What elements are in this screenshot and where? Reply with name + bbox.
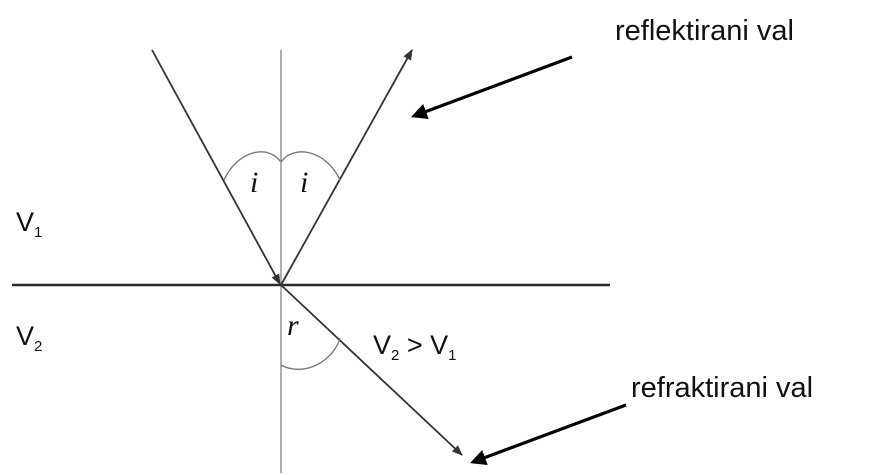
incident-ray [151, 49, 281, 285]
reflected-wave-label: reflektirani val [615, 15, 794, 47]
refracted-ray [280, 284, 463, 456]
velocity-comparison-label: V2 > V1 [373, 330, 456, 364]
refracted-wave-label: refraktirani val [631, 372, 813, 404]
reflection-angle-label: i [300, 166, 308, 199]
reflected-callout-arrow [411, 55, 573, 120]
reflection-angle-arc [280, 151, 341, 181]
reflected-ray [280, 49, 413, 286]
refraction-angle-label: r [287, 309, 299, 342]
refraction-angle-arc [280, 337, 341, 370]
incidence-angle-arc [223, 151, 282, 181]
incidence-angle-label: i [250, 166, 258, 199]
medium-1-label: V1 [16, 207, 42, 241]
refracted-callout-arrow [470, 403, 627, 466]
medium-2-label: V2 [16, 321, 42, 355]
